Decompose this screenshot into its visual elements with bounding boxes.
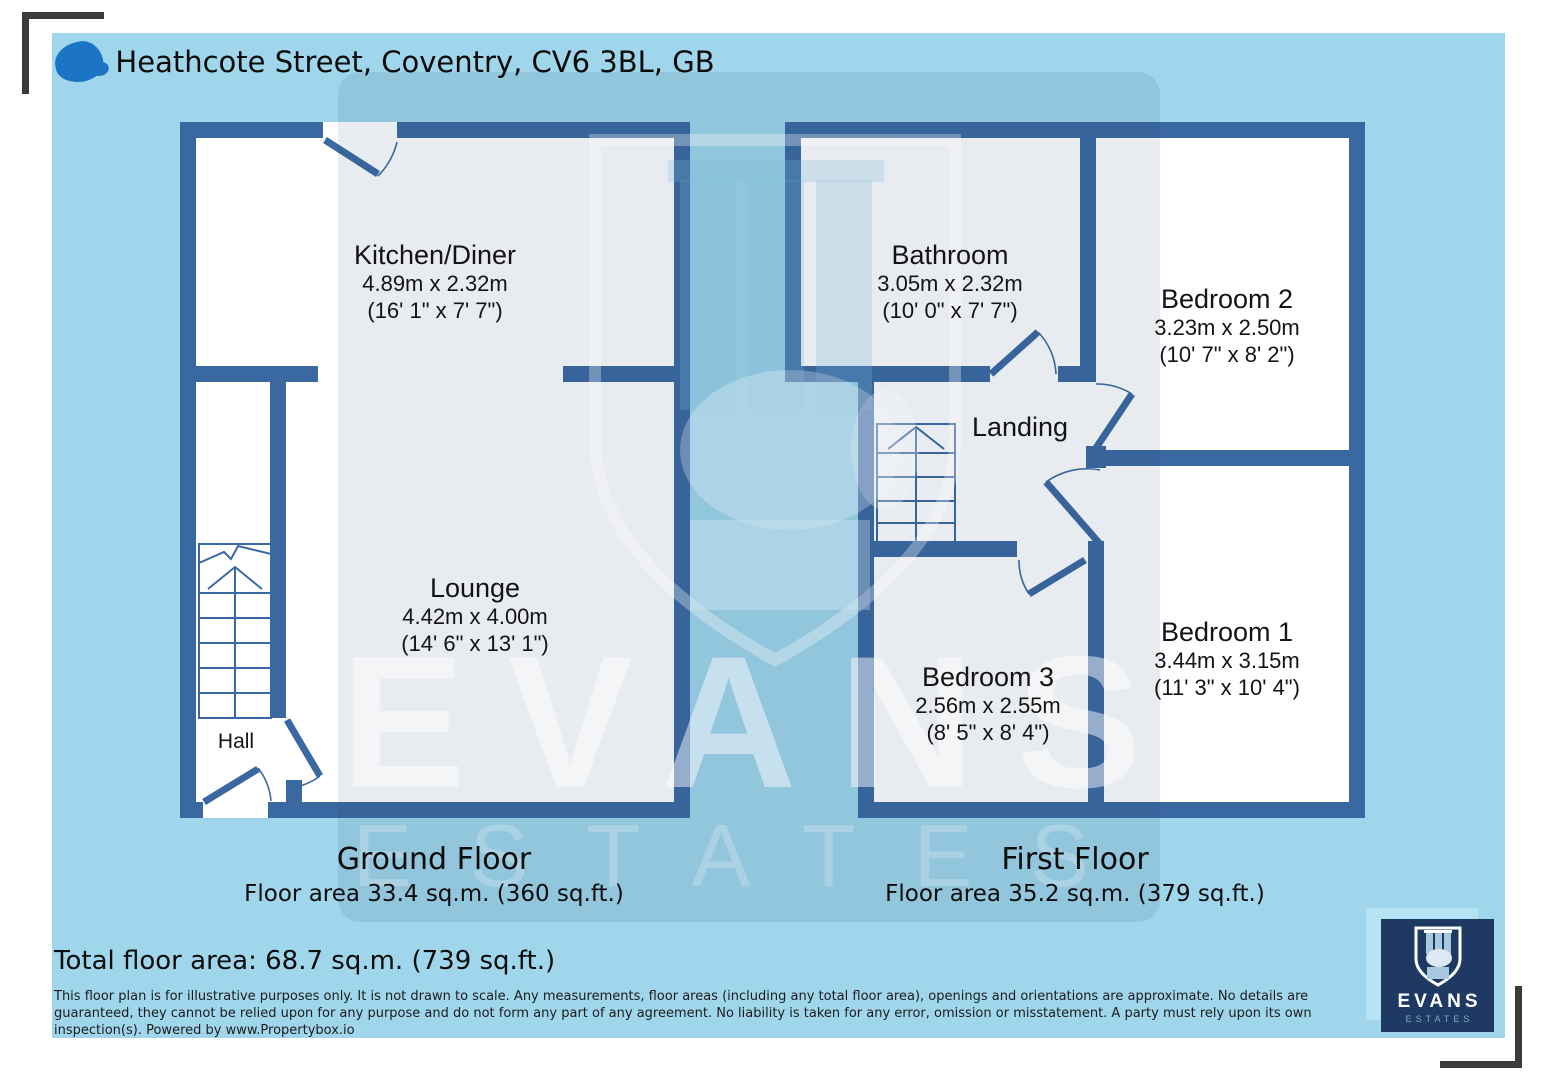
room-name: Landing	[971, 412, 1069, 442]
room-name: Hall	[217, 730, 255, 753]
room-name: Bathroom	[891, 240, 1009, 270]
room-dims-metric: 2.56m x 2.55m	[915, 693, 1061, 719]
ff-interior-upper	[801, 138, 1349, 366]
room-dims-metric: 3.05m x 2.32m	[877, 271, 1023, 297]
room-dims-metric: 3.23m x 2.50m	[1154, 315, 1300, 341]
room-name: Bedroom 3	[921, 662, 1055, 692]
ff-bathroom-door-icon	[988, 329, 1057, 377]
floor-name: First Floor	[1001, 842, 1149, 877]
logo-brand-text: EVANS	[1397, 991, 1482, 1012]
gf-staircase-icon	[198, 543, 272, 719]
ff-wall-left-lower	[858, 366, 874, 802]
ff-wall-bottom	[858, 802, 1365, 818]
gf-hall-door-post	[286, 780, 302, 802]
ff-bedroom1-door-icon	[1043, 467, 1103, 547]
disclaimer-text: This floor plan is for illustrative purp…	[54, 989, 1312, 1038]
room-dims-imperial: (10' 0" x 7' 7")	[882, 297, 1018, 323]
room-dims-metric: 4.89m x 2.32m	[362, 271, 508, 297]
address-title-bar: , Heathcote Street, Coventry, CV6 3BL, G…	[51, 37, 715, 87]
floor-area: Floor area 33.4 sq.m. (360 sq.ft.)	[244, 880, 624, 907]
gf-front-door-opening	[203, 802, 268, 818]
room-name: Bedroom 1	[1160, 617, 1294, 647]
room-dims-imperial: (14' 6" x 13' 1")	[401, 630, 549, 656]
evans-estates-logo: EVANS ESTATES	[1381, 919, 1494, 1032]
ff-bedroom2-door-icon	[1093, 383, 1135, 450]
room-label-bedroom-3: Bedroom 3 2.56m x 2.55m (8' 5" x 8' 4")	[833, 662, 1143, 747]
room-label-bathroom: Bathroom 3.05m x 2.32m (10' 0" x 7' 7")	[795, 240, 1105, 325]
ff-bathroom-door-opening	[990, 366, 1058, 382]
gf-entry-opening-top	[323, 122, 397, 138]
ff-bed2-door-post	[1086, 446, 1106, 468]
room-dims-metric: 4.42m x 4.00m	[402, 604, 548, 630]
logo-shield-icon	[1414, 926, 1461, 987]
gf-divider-wall-right	[563, 366, 674, 382]
ff-bath-bed2-divider	[1080, 138, 1096, 382]
corner-bracket-bottom-right	[1440, 986, 1522, 1068]
ff-bedroom3-door-icon	[1018, 557, 1087, 597]
watermark-tile	[338, 72, 1160, 922]
ff-interior-bed2-strip	[1096, 366, 1349, 382]
gf-wall-left	[180, 138, 196, 802]
logo-sub-text: ESTATES	[1405, 1014, 1474, 1024]
room-label-lounge: Lounge 4.42m x 4.00m (14' 6" x 13' 1")	[320, 573, 630, 658]
ff-landing-bottom-wall	[858, 541, 1017, 557]
room-label-bedroom-1: Bedroom 1 3.44m x 3.15m (11' 3" x 10' 4"…	[1072, 617, 1382, 702]
ff-wall-left-upper	[785, 138, 801, 382]
gf-kitchen-door-icon	[323, 137, 398, 177]
ground-floor-caption: Ground Floor Floor area 33.4 sq.m. (360 …	[184, 841, 684, 910]
address-title: , Heathcote Street, Coventry, CV6 3BL, G…	[97, 45, 715, 79]
room-label-kitchen-diner: Kitchen/Diner 4.89m x 2.32m (16' 1" x 7'…	[280, 240, 590, 325]
room-name: Bedroom 2	[1160, 284, 1294, 314]
gf-wall-top	[180, 122, 690, 138]
ff-staircase-icon	[876, 423, 956, 543]
room-name: Kitchen/Diner	[353, 240, 517, 270]
room-dims-imperial: (11' 3" x 10' 4")	[1154, 674, 1300, 700]
room-dims-metric: 3.44m x 3.15m	[1154, 648, 1300, 674]
total-floor-area: Total floor area: 68.7 sq.m. (739 sq.ft.…	[54, 946, 556, 976]
ff-bed2-bottom-wall	[1096, 450, 1349, 466]
room-name: Lounge	[429, 573, 521, 603]
gf-divider-wall-left	[196, 366, 318, 382]
floor-area: Floor area 35.2 sq.m. (379 sq.ft.)	[885, 880, 1265, 907]
room-label-landing: Landing	[955, 412, 1085, 443]
gf-wall-right	[674, 138, 690, 802]
corner-bracket-top-left	[22, 12, 104, 94]
ff-wall-top	[785, 122, 1365, 138]
first-floor-caption: First Floor Floor area 35.2 sq.m. (379 s…	[825, 841, 1325, 910]
room-dims-imperial: (8' 5" x 8' 4")	[926, 719, 1050, 745]
ff-bed3-bed1-divider	[1088, 541, 1104, 802]
gf-lounge-door-icon	[283, 718, 324, 789]
watermark-shield-icon	[589, 134, 961, 667]
gf-wall-bottom	[180, 802, 690, 818]
room-dims-imperial: (10' 7" x 8' 2")	[1159, 341, 1295, 367]
room-label-hall: Hall	[200, 730, 272, 754]
room-dims-imperial: (16' 1" x 7' 7")	[367, 297, 503, 323]
gf-front-door-icon	[202, 766, 272, 805]
ff-wall-right	[1349, 138, 1365, 802]
watermark-brand-text: EVANS	[340, 617, 1184, 827]
ff-bathroom-bottom-wall	[785, 366, 990, 382]
watermark-sub-text: ESTATES	[353, 806, 1147, 905]
gf-hall-wall	[270, 382, 286, 718]
floor-name: Ground Floor	[336, 842, 532, 877]
room-label-bedroom-2: Bedroom 2 3.23m x 2.50m (10' 7" x 8' 2")	[1072, 284, 1382, 369]
